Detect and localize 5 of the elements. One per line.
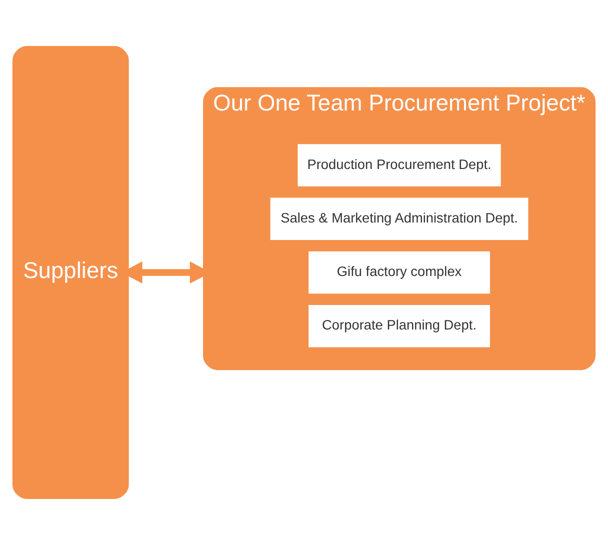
node-box: Corporate Planning Dept. <box>308 304 490 347</box>
node-box: Suppliers <box>12 46 129 498</box>
node-box: Production Procurement Dept. <box>298 144 501 186</box>
node-box: Sales & Marketing Administration Dept. <box>270 197 528 240</box>
node-box: Gifu factory complex <box>308 250 490 294</box>
